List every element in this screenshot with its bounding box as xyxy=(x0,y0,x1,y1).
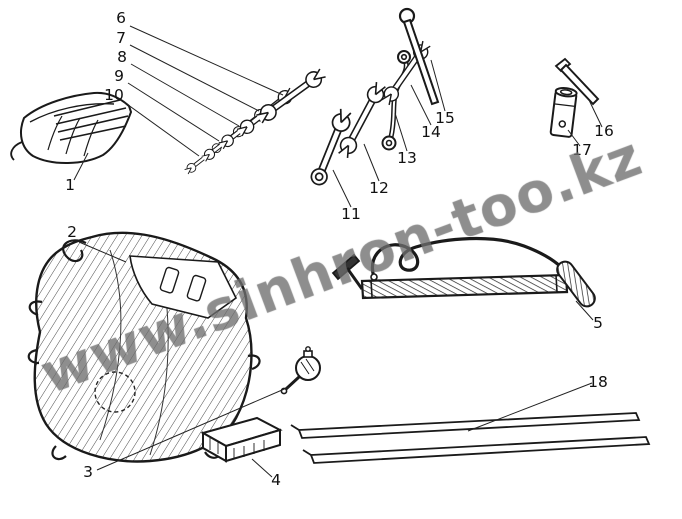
part-spark-plug-socket xyxy=(549,87,578,138)
callout-label-11: 11 xyxy=(341,205,361,223)
callout-label-12: 12 xyxy=(369,179,389,197)
part-box xyxy=(200,416,283,463)
part-oil-can xyxy=(280,346,321,395)
callout-label-1: 1 xyxy=(65,176,75,194)
part-curved-wrench xyxy=(381,50,411,151)
leader-lines xyxy=(73,25,603,478)
callout-label-13: 13 xyxy=(397,149,417,167)
callout-label-18: 18 xyxy=(588,373,608,391)
callout-label-16: 16 xyxy=(594,122,614,140)
part-rod-handle xyxy=(398,7,440,106)
callout-label-2: 2 xyxy=(67,223,77,241)
part-tool-roll xyxy=(10,91,133,164)
callout-label-5: 5 xyxy=(593,314,603,332)
callout-label-14: 14 xyxy=(421,123,441,141)
part-drift-pin xyxy=(554,57,600,106)
callout-label-9: 9 xyxy=(114,67,124,85)
callout-labels: 1 2 3 4 5 6 7 8 9 10 11 12 13 14 15 16 1… xyxy=(65,9,614,489)
callout-label-6: 6 xyxy=(116,9,126,27)
callout-label-7: 7 xyxy=(116,29,126,47)
callout-label-15: 15 xyxy=(435,109,455,127)
part-tire-pump xyxy=(331,236,596,308)
callout-label-17: 17 xyxy=(572,141,592,159)
callout-label-4: 4 xyxy=(271,471,281,489)
callout-label-3: 3 xyxy=(83,463,93,481)
callout-label-10: 10 xyxy=(104,86,124,104)
part-tire-levers xyxy=(290,412,651,464)
callout-label-8: 8 xyxy=(117,48,127,66)
part-tool-bag xyxy=(27,231,261,463)
